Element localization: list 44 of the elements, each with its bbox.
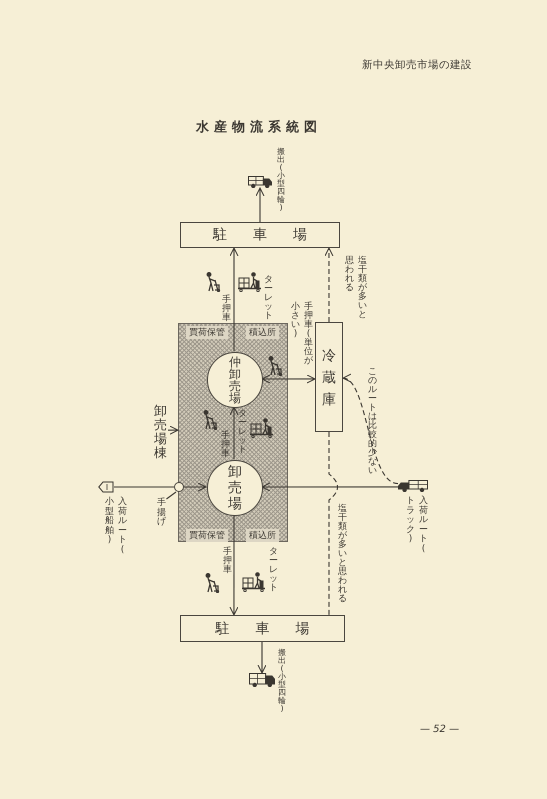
vehicle-label: ターレット bbox=[263, 276, 274, 321]
arrow bbox=[229, 515, 238, 616]
arrow bbox=[262, 374, 316, 384]
route-caption: 入荷ルート(トラック) bbox=[405, 497, 429, 555]
diagram-title: 水産物流系統図 bbox=[196, 118, 322, 136]
cold-storage-box: 冷蔵庫 bbox=[315, 322, 343, 432]
area-label: 積込所 bbox=[246, 326, 279, 339]
parking-box: 駐車場 bbox=[180, 615, 345, 642]
truck-icon bbox=[249, 673, 275, 687]
arrow bbox=[262, 482, 398, 492]
area-label: 積込所 bbox=[246, 529, 279, 542]
building-label: 卸売場棟 bbox=[153, 405, 168, 461]
area-label: 買荷保管 bbox=[186, 529, 228, 542]
arrow bbox=[230, 248, 238, 351]
truck-icon bbox=[248, 176, 272, 188]
junction-circle bbox=[174, 482, 184, 492]
market-building bbox=[178, 323, 288, 542]
parking-box: 駐車場 bbox=[180, 222, 340, 248]
vehicle-label: 手押車 bbox=[220, 432, 231, 459]
dashed-arrow bbox=[342, 376, 398, 484]
sales-floor-circle: 仲卸売場 bbox=[207, 352, 263, 408]
route-caption: 搬出(小型四輪) bbox=[277, 649, 287, 713]
arrow bbox=[184, 482, 206, 492]
sales-floor-circle: 卸売場 bbox=[207, 460, 263, 516]
area-label: 買荷保管 bbox=[186, 326, 228, 339]
running-header: 新中央卸売市場の建設 bbox=[362, 58, 472, 72]
boat-icon bbox=[98, 481, 114, 493]
dashed-arrow bbox=[324, 248, 334, 322]
vehicle-label: ターレット bbox=[237, 410, 248, 455]
route-caption: 入荷ルート(小型船舶) bbox=[104, 498, 128, 556]
edge-label: 塩干類が多いと思われる bbox=[344, 257, 368, 322]
vehicle-label: 手押車 bbox=[222, 548, 233, 575]
arrow bbox=[256, 188, 264, 222]
truck-icon bbox=[398, 480, 428, 492]
arrow bbox=[258, 642, 266, 674]
arrow bbox=[168, 426, 178, 435]
route-caption: 搬出(小型四輪) bbox=[276, 148, 286, 212]
leader-line bbox=[166, 492, 176, 500]
vehicle-label: 手押車 bbox=[221, 296, 232, 323]
edge-label: 塩干類が多いと思われる bbox=[337, 505, 348, 604]
vehicle-label: ターレット bbox=[268, 548, 279, 593]
page-number: — 52 — bbox=[420, 724, 460, 735]
edge-label: 手押車(単位が小さい) bbox=[290, 303, 314, 366]
building-label: 手揚げ bbox=[156, 499, 167, 528]
